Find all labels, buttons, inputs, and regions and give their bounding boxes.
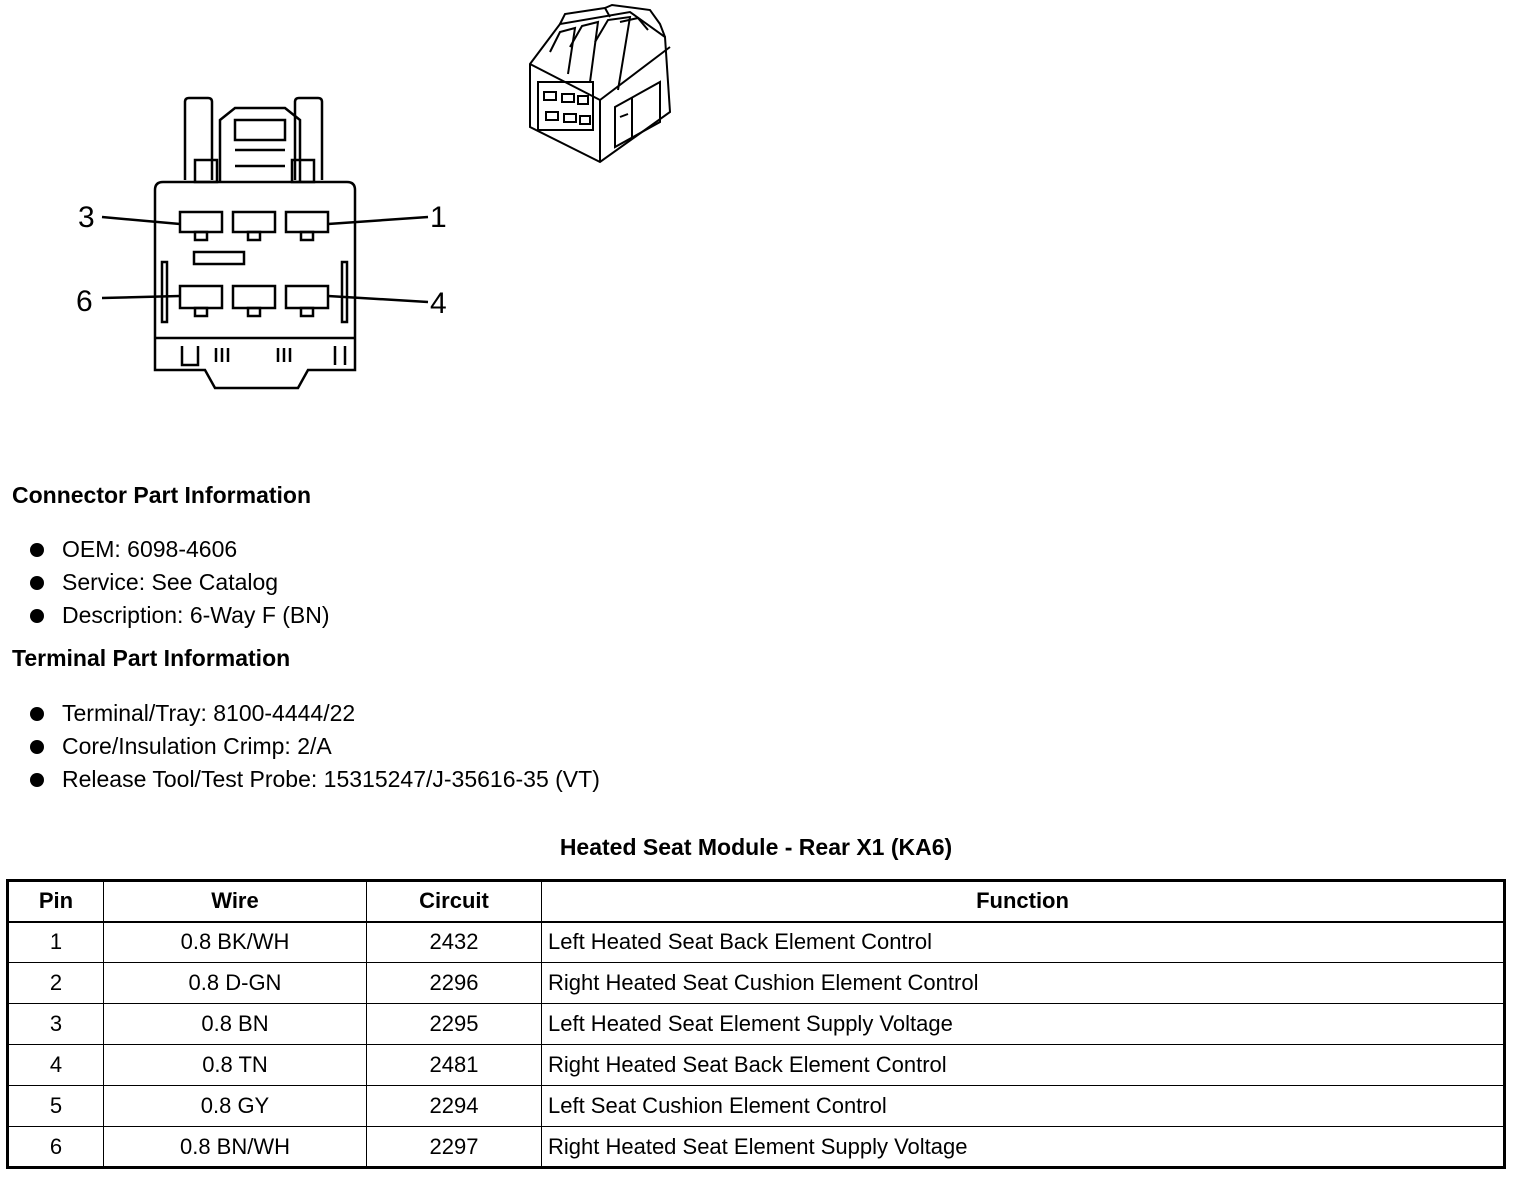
- column-header-function: Function: [541, 880, 1505, 922]
- bullet-icon: [30, 575, 44, 590]
- cell-circuit: 2297: [366, 1126, 542, 1168]
- table-title: Heated Seat Module - Rear X1 (KA6): [559, 834, 953, 860]
- bullet-icon: [30, 608, 44, 623]
- cell-function: Left Seat Cushion Element Control: [541, 1085, 1505, 1127]
- list-item-text: Release Tool/Test Probe: 15315247/J-3561…: [62, 766, 600, 792]
- table-row: 4 0.8 TN 2481 Right Heated Seat Back Ele…: [7, 1044, 1505, 1086]
- connector-isometric-illustration: [529, 3, 672, 164]
- bullet-icon: [30, 706, 44, 721]
- column-header-wire: Wire: [103, 880, 367, 922]
- cell-circuit: 2481: [366, 1044, 542, 1086]
- list-item-text: Service: See Catalog: [62, 569, 279, 595]
- table-header-row: Pin Wire Circuit Function: [7, 880, 1505, 922]
- column-header-pin: Pin: [7, 880, 104, 922]
- table-row: 1 0.8 BK/WH 2432 Left Heated Seat Back E…: [7, 921, 1505, 963]
- cell-function: Right Heated Seat Element Supply Voltage: [541, 1126, 1505, 1168]
- column-header-circuit: Circuit: [366, 880, 542, 922]
- cell-wire: 0.8 BK/WH: [103, 921, 367, 963]
- cell-wire: 0.8 GY: [103, 1085, 367, 1127]
- terminal-part-info-list: Terminal/Tray: 8100-4444/22 Core/Insulat…: [30, 697, 600, 796]
- list-item-text: Description: 6-Way F (BN): [62, 602, 330, 628]
- connector-part-info-heading: Connector Part Information: [12, 482, 312, 508]
- cell-pin: 3: [7, 1003, 104, 1045]
- table-row: 5 0.8 GY 2294 Left Seat Cushion Element …: [7, 1085, 1505, 1127]
- bullet-icon: [30, 739, 44, 754]
- terminal-part-info-heading: Terminal Part Information: [12, 645, 291, 671]
- cell-pin: 4: [7, 1044, 104, 1086]
- list-item-text: Core/Insulation Crimp: 2/A: [62, 733, 332, 759]
- cell-function: Left Heated Seat Element Supply Voltage: [541, 1003, 1505, 1045]
- cell-pin: 2: [7, 962, 104, 1004]
- list-item: Core/Insulation Crimp: 2/A: [30, 730, 600, 763]
- pin-label-6: 6: [76, 285, 93, 318]
- table-row: 2 0.8 D-GN 2296 Right Heated Seat Cushio…: [7, 962, 1505, 1004]
- cell-wire: 0.8 D-GN: [103, 962, 367, 1004]
- cell-function: Left Heated Seat Back Element Control: [541, 921, 1505, 963]
- table-row: 6 0.8 BN/WH 2297 Right Heated Seat Eleme…: [7, 1126, 1505, 1168]
- cell-wire: 0.8 BN/WH: [103, 1126, 367, 1168]
- cell-circuit: 2296: [366, 962, 542, 1004]
- connector-part-info-list: OEM: 6098-4606 Service: See Catalog Desc…: [30, 533, 330, 632]
- list-item: Terminal/Tray: 8100-4444/22: [30, 697, 600, 730]
- cell-wire: 0.8 BN: [103, 1003, 367, 1045]
- list-item: Description: 6-Way F (BN): [30, 599, 330, 632]
- table-row: 3 0.8 BN 2295 Left Heated Seat Element S…: [7, 1003, 1505, 1045]
- bullet-icon: [30, 772, 44, 787]
- cell-pin: 6: [7, 1126, 104, 1168]
- cell-circuit: 2295: [366, 1003, 542, 1045]
- pin-label-3: 3: [78, 201, 95, 234]
- cell-pin: 1: [7, 921, 104, 963]
- list-item: OEM: 6098-4606: [30, 533, 330, 566]
- pinout-table: Pin Wire Circuit Function 1 0.8 BK/WH 24…: [6, 879, 1506, 1169]
- cell-circuit: 2432: [366, 921, 542, 963]
- connector-face-diagram: 3 1 6 4: [76, 96, 447, 390]
- list-item-text: Terminal/Tray: 8100-4444/22: [62, 700, 356, 726]
- bullet-icon: [30, 542, 44, 557]
- list-item: Service: See Catalog: [30, 566, 330, 599]
- pin-label-4: 4: [430, 287, 447, 320]
- list-item-text: OEM: 6098-4606: [62, 536, 238, 562]
- cell-function: Right Heated Seat Cushion Element Contro…: [541, 962, 1505, 1004]
- cell-function: Right Heated Seat Back Element Control: [541, 1044, 1505, 1086]
- cell-pin: 5: [7, 1085, 104, 1127]
- pin-label-1: 1: [430, 201, 447, 234]
- cell-circuit: 2294: [366, 1085, 542, 1127]
- cell-wire: 0.8 TN: [103, 1044, 367, 1086]
- list-item: Release Tool/Test Probe: 15315247/J-3561…: [30, 763, 600, 796]
